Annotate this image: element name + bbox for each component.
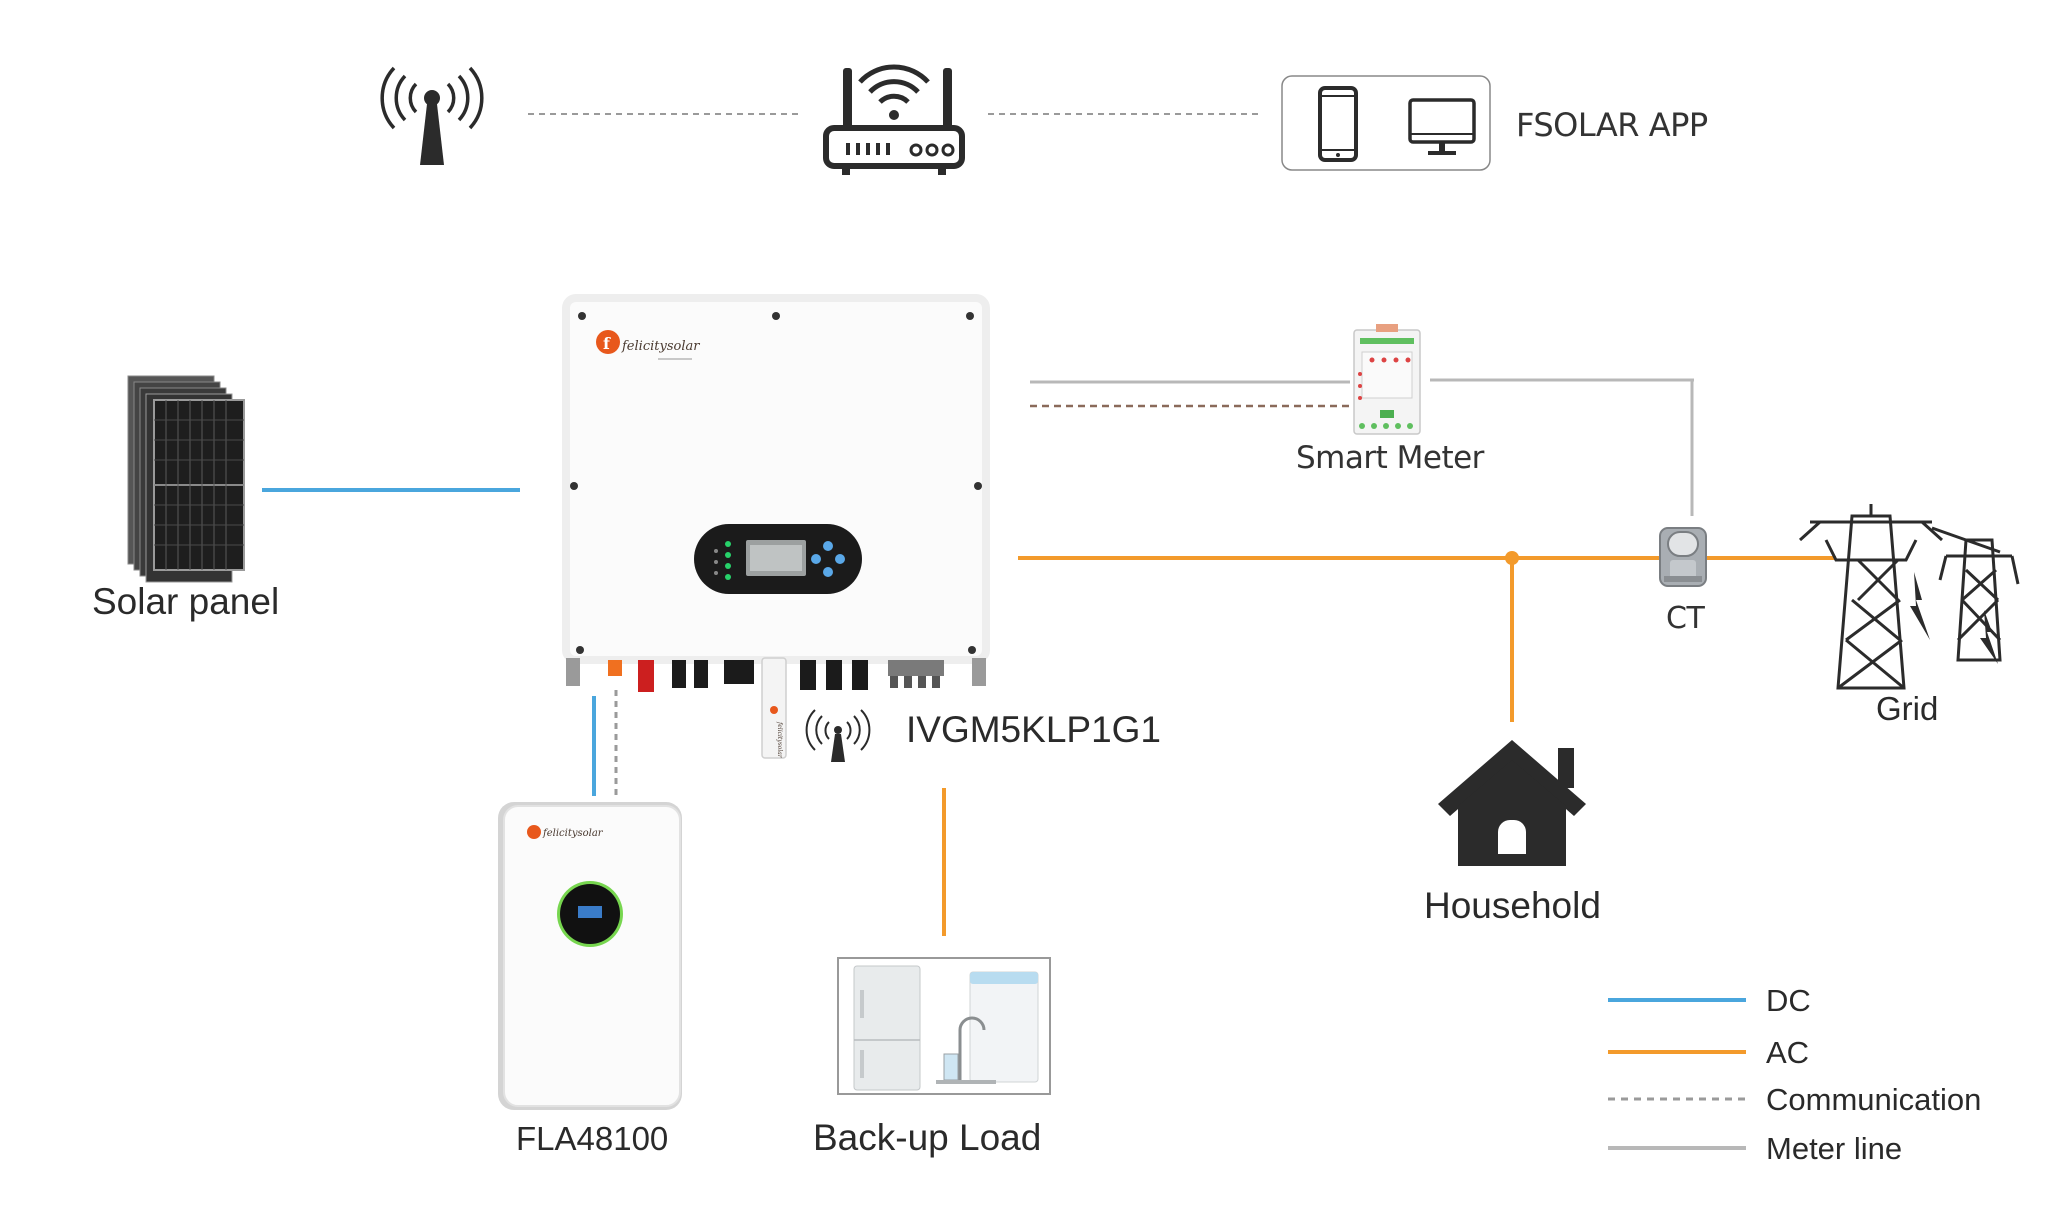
legend-label-ac: AC [1766,1035,1809,1070]
battery-unit: felicitysolar [498,802,682,1110]
lightning-icon [1910,572,1998,664]
dongle-brand: felicitysolar [776,721,783,759]
brand-f: f [603,334,611,353]
pylon-icon [1798,504,2020,690]
ct-label: CT [1666,601,1705,636]
inverter-display-panel [694,524,862,594]
battery-label: FLA48100 [516,1120,668,1157]
dongle-antenna-icon [805,709,871,762]
app-label: FSOLAR APP [1516,106,1708,144]
backup-load-label: Back-up Load [813,1117,1041,1158]
house-icon [1438,740,1586,866]
antenna-icon [380,66,484,165]
solar-panel-label: Solar panel [92,581,279,622]
legend-label-dc: DC [1766,983,1811,1018]
wifi-dongle: felicitysolar [761,657,787,759]
battery-brand: felicitysolar [542,828,604,839]
legend-label-meter-line: Meter line [1766,1131,1902,1166]
solar-panel-icon [127,375,245,583]
inverter-connectors [566,658,986,692]
ct-clamp-icon [1659,527,1707,587]
legend-label-communication: Communication [1766,1082,1981,1117]
backup-load-box [837,957,1051,1095]
household-label: Household [1424,885,1601,926]
inverter-brand: felicitysolar [621,339,700,354]
monitor-icon [1408,98,1476,155]
router-icon [823,64,965,175]
grid-label: Grid [1876,690,1938,727]
smart-meter-icon [1353,324,1421,435]
phone-icon [1318,86,1358,162]
inverter-model-label: IVGM5KLP1G1 [906,709,1161,750]
inverter: f felicitysolar [562,294,990,759]
smart-meter-label: Smart Meter [1296,440,1485,476]
